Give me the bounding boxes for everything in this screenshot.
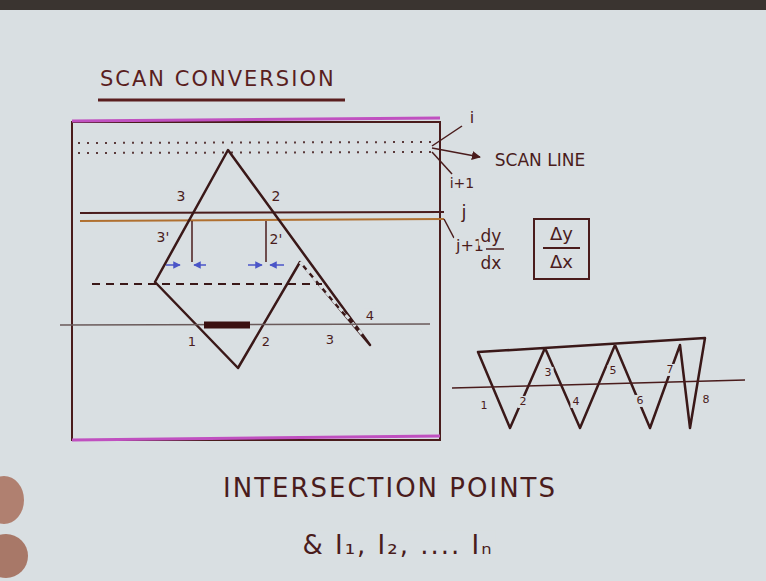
callout-number: 2'	[268, 232, 285, 247]
derivative-term: dx	[479, 254, 504, 273]
intersection-number: 3	[543, 367, 554, 379]
intersection-number: 5	[608, 365, 619, 377]
magenta-line	[72, 436, 440, 440]
fraction-box: ΔyΔx	[533, 218, 590, 280]
filled-span	[204, 322, 250, 329]
polygon-outline	[155, 150, 370, 368]
scan-line	[80, 219, 444, 221]
scan-line-name: i	[468, 109, 476, 127]
magenta-line	[72, 118, 440, 121]
callout-number: 3	[324, 333, 336, 347]
board-edge	[0, 0, 766, 10]
scan-line-name: i+1	[448, 176, 477, 191]
leader-line	[432, 126, 462, 146]
intersection-number: 7	[665, 364, 676, 376]
callout-number: 4	[364, 309, 376, 323]
heading-note: INTERSECTION POINTS	[221, 474, 559, 503]
increment-arrow	[194, 264, 206, 266]
dashed-edge	[300, 262, 362, 334]
heading-note: & I₁, I₂, .... Iₙ	[300, 531, 495, 560]
derivative-term: dy	[479, 227, 504, 246]
intersection-number: 6	[635, 395, 646, 407]
scan-line	[80, 212, 444, 213]
intersection-number: 8	[701, 394, 712, 406]
increment-arrow	[166, 264, 180, 266]
scan-line	[60, 324, 430, 325]
callout-number: 2	[270, 189, 283, 204]
scan-line-dotted	[78, 142, 432, 143]
finger	[0, 534, 28, 578]
scan-line-name: j	[459, 202, 468, 222]
intersection-number: 2	[518, 396, 529, 408]
tick-line	[191, 221, 193, 262]
intersection-number: 4	[571, 396, 582, 408]
title-underline	[98, 99, 345, 102]
finger	[0, 476, 24, 524]
callout-number: 1	[186, 335, 198, 349]
intersection-number: 1	[479, 400, 490, 412]
scan-line-caption: SCAN LINE	[493, 151, 587, 170]
increment-arrow	[248, 264, 262, 266]
zigzag-polygon	[478, 338, 705, 428]
screen-frame	[72, 122, 440, 440]
scan-line	[452, 380, 745, 388]
callout-number: 3	[175, 189, 188, 204]
tick-line	[265, 221, 267, 262]
leader-arrow	[432, 148, 480, 157]
dashed-scan-line	[92, 283, 322, 285]
leader-line	[444, 219, 454, 238]
increment-arrow	[270, 264, 284, 266]
leader-line	[432, 152, 452, 174]
scan-line-dotted	[78, 152, 432, 153]
callout-number: 3'	[155, 230, 172, 245]
title: SCAN CONVERSION	[100, 68, 336, 91]
fraction-term: Δx	[543, 251, 580, 273]
fraction-term: Δy	[543, 223, 580, 249]
callout-number: 2	[260, 335, 272, 349]
